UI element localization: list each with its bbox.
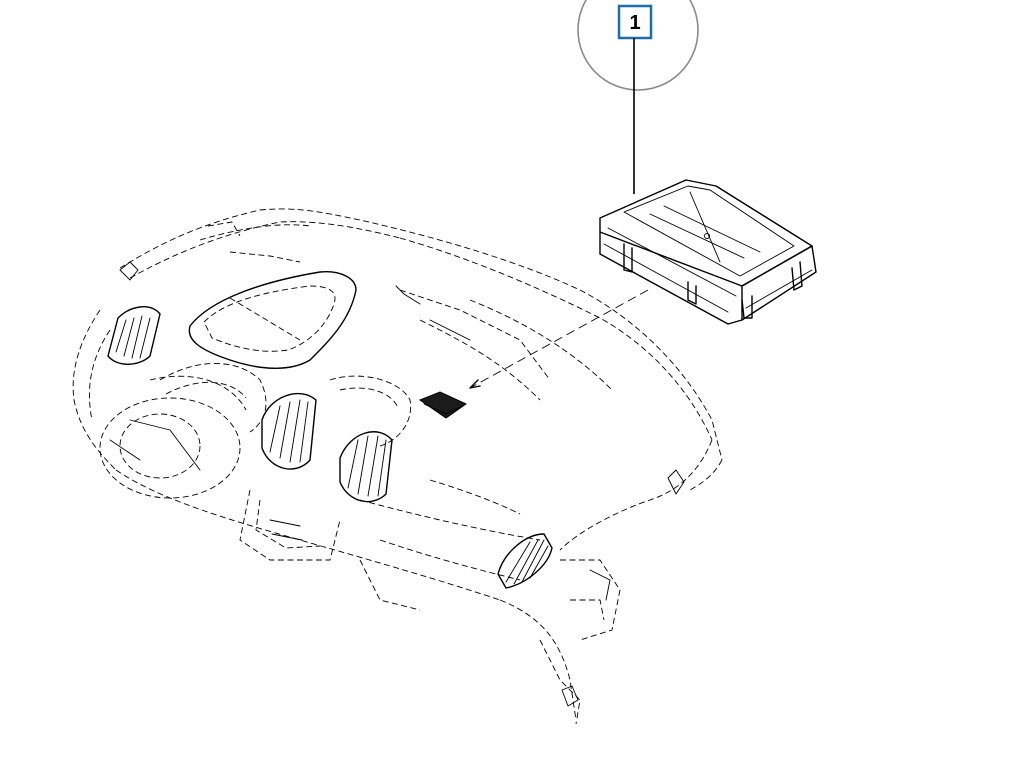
callout-1[interactable]: 1 [577,0,699,194]
control-module-icon[interactable] [599,179,817,325]
install-leader-line [469,289,649,389]
callout-number: 1 [629,12,640,34]
callout-circle [577,0,699,91]
install-arrow [469,379,481,389]
module-location-marker [418,391,467,419]
callout-box [617,4,653,40]
dashboard-assembly-icon [72,208,723,725]
